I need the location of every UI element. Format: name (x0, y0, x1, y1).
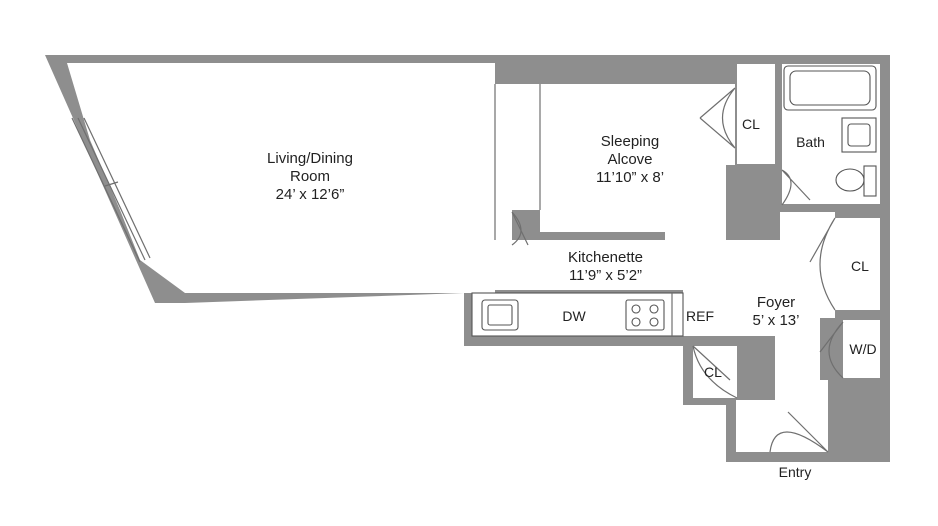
kitchenette-floor (472, 240, 726, 293)
alcove-closet-label: CL (742, 116, 760, 132)
entry-label: Entry (778, 464, 812, 480)
kitchenette-size: 11’9” x 5’2” (568, 267, 643, 284)
partitions (494, 84, 541, 240)
toilet-tank (863, 165, 877, 197)
window (71, 117, 151, 263)
doors (511, 87, 844, 453)
cooktop (625, 299, 665, 331)
living-dining-size: 24’ x 12’6” (275, 186, 345, 203)
lower-closet-floor (693, 346, 737, 398)
sleeping-alcove-label: Sleeping Alcove 11’10” x 8’ (575, 133, 685, 187)
kitchenette-name: Kitchenette (567, 249, 644, 266)
living-dining-name-2: Room (289, 168, 330, 185)
bath-label: Bath (796, 134, 825, 150)
foyer-closet-lower-label: CL (704, 364, 722, 380)
sleeping-alcove-name-1: Sleeping (600, 133, 660, 150)
bathtub-inner (789, 70, 871, 106)
wd-closet-floor (843, 320, 880, 378)
foyer-closet-upper-label: CL (851, 258, 869, 274)
foyer-size: 5’ x 13’ (752, 312, 800, 329)
foyer-label: Foyer 5’ x 13’ (736, 294, 816, 330)
sleeping-alcove-name-2: Alcove (607, 151, 653, 168)
living-dining-name-1: Living/Dining (267, 150, 353, 167)
sleeping-alcove-size: 11’10” x 8’ (595, 169, 665, 186)
washer-dryer-label: W/D (849, 341, 877, 357)
refrigerator-label: REF (686, 308, 714, 324)
sleeping-alcove-floor (495, 84, 735, 243)
toilet (835, 168, 865, 192)
dishwasher-label: DW (562, 308, 586, 324)
kitchen-sink-basin (487, 304, 513, 326)
bath-sink-basin (847, 123, 871, 147)
living-dining-label: Living/Dining Room 24’ x 12’6” (255, 150, 365, 204)
alcove-closet-floor (737, 64, 775, 164)
foyer-floor (683, 212, 880, 452)
kitchenette-label: Kitchenette 11’9” x 5’2” (548, 249, 663, 285)
foyer-name: Foyer (756, 294, 796, 311)
